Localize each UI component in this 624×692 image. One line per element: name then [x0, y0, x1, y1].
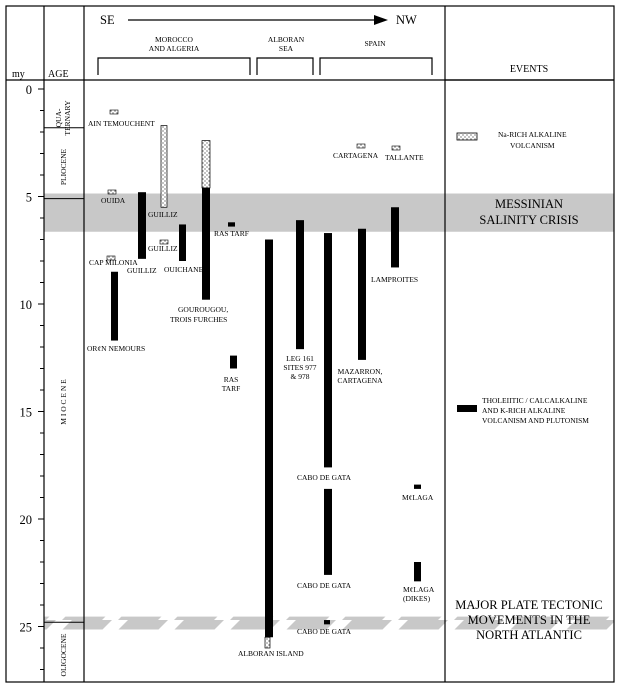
- label-ras-tarf-2: RAS: [224, 375, 239, 384]
- tick-label: 5: [26, 191, 32, 205]
- range-bar: [414, 562, 421, 582]
- bracket-spain: [319, 57, 433, 75]
- range-bar: [414, 484, 421, 489]
- age-pliocene: PLIOCENE: [59, 148, 68, 185]
- age-miocene: M I O C E N E: [59, 379, 68, 425]
- event-messinian-2: SALINITY CRISIS: [479, 213, 578, 227]
- marker-tallante: [391, 145, 401, 151]
- event-tectonic: MAJOR PLATE TECTONIC: [455, 598, 602, 612]
- volcanic-range-bars: [111, 125, 421, 649]
- range-bar: [296, 220, 304, 350]
- region-alboran: ALBORAN: [268, 35, 305, 44]
- range-bar: [358, 228, 366, 360]
- table-frame: [5, 5, 615, 683]
- range-bar: [324, 620, 330, 625]
- label-ras-tarf-2b: TARF: [222, 384, 241, 393]
- region-alboran-2: SEA: [279, 44, 294, 53]
- my-label: my: [12, 69, 25, 80]
- tick-label: 25: [20, 621, 33, 635]
- label-cartagena: CARTAGENA: [333, 151, 379, 160]
- region-morocco: MOROCCO: [155, 35, 194, 44]
- label-ouida: OUIDA: [101, 196, 126, 205]
- label-cap-milonia: CAP MILONIA: [89, 258, 138, 267]
- label-ain-temouchent: AIN TEMOUCHENT: [88, 119, 155, 128]
- label-malaga-dikes-2: (DIKES): [403, 594, 431, 603]
- label-ras-tarf-1: RAS TARF: [214, 229, 249, 238]
- age-quaternary-2: TERNARY: [63, 100, 72, 136]
- label-guilliz-1: GUILLIZ: [148, 210, 178, 219]
- range-bar: [179, 224, 186, 261]
- marker-cap-milonia: [106, 255, 116, 261]
- event-alkaline-2: VOLCANISM: [510, 141, 555, 150]
- label-alboran-island: ALBORAN ISLAND: [238, 649, 304, 658]
- tick-label: 15: [20, 406, 33, 420]
- event-tectonic-2: MOVEMENTS IN THE: [468, 613, 591, 627]
- range-bar: [202, 187, 210, 300]
- event-tholeiitic-3: VOLCANISM AND PLUTONISM: [482, 416, 589, 425]
- range-bar: [264, 636, 271, 649]
- label-malaga-dikes: M¢LAGA: [403, 585, 435, 594]
- event-messinian: MESSINIAN: [495, 197, 563, 211]
- range-bar: [324, 488, 332, 575]
- marker-guilliz-small: [159, 239, 169, 245]
- age-boundaries: [44, 127, 84, 623]
- label-mazarron-2: CARTAGENA: [337, 376, 383, 385]
- small-markers: [106, 109, 401, 261]
- range-bar: [265, 239, 273, 638]
- label-ouichane: OUICHANE: [164, 265, 204, 274]
- region-spain: SPAIN: [365, 39, 387, 48]
- event-tholeiitic-2: AND K-RICH ALKALINE: [482, 406, 566, 415]
- range-bar: [228, 222, 235, 227]
- direction-right: NW: [396, 13, 417, 27]
- label-oran-nemours: OR¢N NEMOURS: [87, 344, 145, 353]
- tick-label: 0: [26, 83, 32, 97]
- range-bar: [391, 207, 399, 268]
- age-oligocene: OLIGOCENE: [59, 633, 68, 676]
- label-cabo-3: CABO DE GATA: [297, 627, 352, 636]
- range-bar: [160, 125, 168, 208]
- tick-label: 20: [20, 513, 33, 527]
- region-morocco-2: AND ALGERIA: [149, 44, 200, 53]
- range-bar: [230, 355, 237, 369]
- label-mazarron: MAZARRON,: [338, 367, 383, 376]
- label-leg161-3: & 978: [291, 372, 310, 381]
- label-gourougou-2: TROIS FURCHES: [170, 315, 227, 324]
- range-bar: [138, 192, 146, 259]
- label-leg161-2: SITES 977: [283, 363, 316, 372]
- label-lamproites: LAMPROITES: [371, 275, 418, 284]
- legend-alkaline-swatch: [456, 132, 478, 141]
- age-label: AGE: [48, 69, 69, 80]
- label-malaga: M¢LAGA: [402, 493, 434, 502]
- bracket-alboran: [256, 57, 314, 75]
- label-guilliz-3: GUILLIZ: [127, 266, 157, 275]
- age-labels: QUA- TERNARY PLIOCENE M I O C E N E OLIG…: [54, 100, 72, 677]
- age-quaternary: QUA-: [54, 108, 63, 127]
- events-column: Na-RICH ALKALINE VOLCANISM MESSINIAN SAL…: [455, 130, 602, 642]
- range-bar: [324, 233, 332, 468]
- event-alkaline: Na-RICH ALKALINE: [498, 130, 567, 139]
- site-labels: AIN TEMOUCHENT OUIDA GUILLIZ GUILLIZ CAP…: [87, 119, 435, 658]
- label-leg161: LEG 161: [286, 354, 314, 363]
- arrow-head: [374, 15, 388, 25]
- range-bar: [111, 271, 118, 341]
- tick-label: 10: [20, 298, 33, 312]
- label-guilliz-2: GUILLIZ: [148, 244, 178, 253]
- event-tectonic-3: NORTH ATLANTIC: [476, 628, 582, 642]
- marker-cartagena: [356, 143, 366, 149]
- label-cabo-1: CABO DE GATA: [297, 473, 352, 482]
- legend-solid-swatch: [457, 405, 477, 412]
- direction-left: SE: [100, 13, 115, 27]
- age-axis: 0 5 10 15 20 25: [20, 83, 44, 670]
- bracket-morocco: [97, 57, 251, 75]
- events-title: EVENTS: [510, 64, 548, 75]
- event-tholeiitic: THOLEIITIC / CALCALKALINE: [482, 396, 588, 405]
- label-gourougou: GOUROUGOU,: [178, 305, 228, 314]
- header: SE NW MOROCCO AND ALGERIA ALBORAN SEA SP…: [12, 13, 548, 80]
- marker-ouida: [107, 189, 117, 195]
- marker-ain-temouchent: [109, 109, 119, 115]
- label-tallante: TALLANTE: [385, 153, 424, 162]
- range-bar: [201, 140, 211, 189]
- label-cabo-2: CABO DE GATA: [297, 581, 352, 590]
